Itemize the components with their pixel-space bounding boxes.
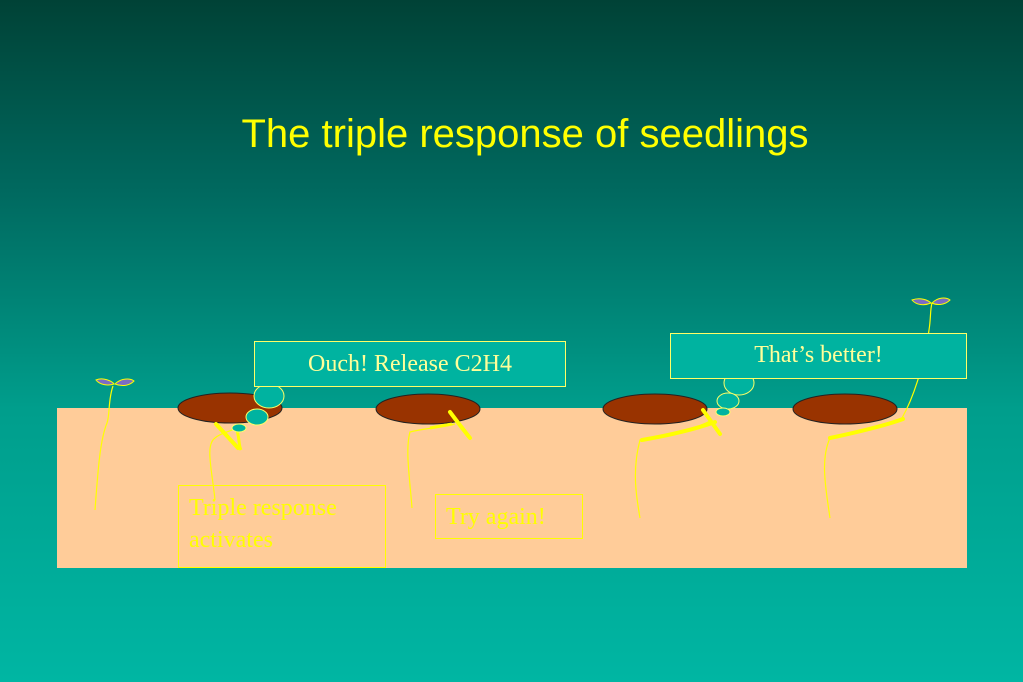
ethylene-bubble [231,423,247,433]
ethylene-bubble [716,392,740,410]
stone-2 [375,393,481,425]
seedling-emerged-left [94,378,135,511]
callout-ouch: Ouch! Release C2H4 [254,341,566,387]
seedling-sideways-3 [634,408,722,519]
soil-layer [57,408,967,568]
slide-title: The triple response of seedlings [241,112,809,156]
callout-triple-response: Triple response activates [178,485,386,568]
seedling-hooked-2 [407,410,472,509]
seedling-emerged-right [823,297,951,519]
ethylene-bubble [715,407,731,417]
ethylene-bubble [245,408,269,426]
callout-thats-better: That’s better! [670,333,967,379]
callout-try-again: Try again! [435,494,583,539]
stone-4 [792,393,898,425]
ethylene-bubble [253,383,285,409]
stone-3 [602,393,708,425]
